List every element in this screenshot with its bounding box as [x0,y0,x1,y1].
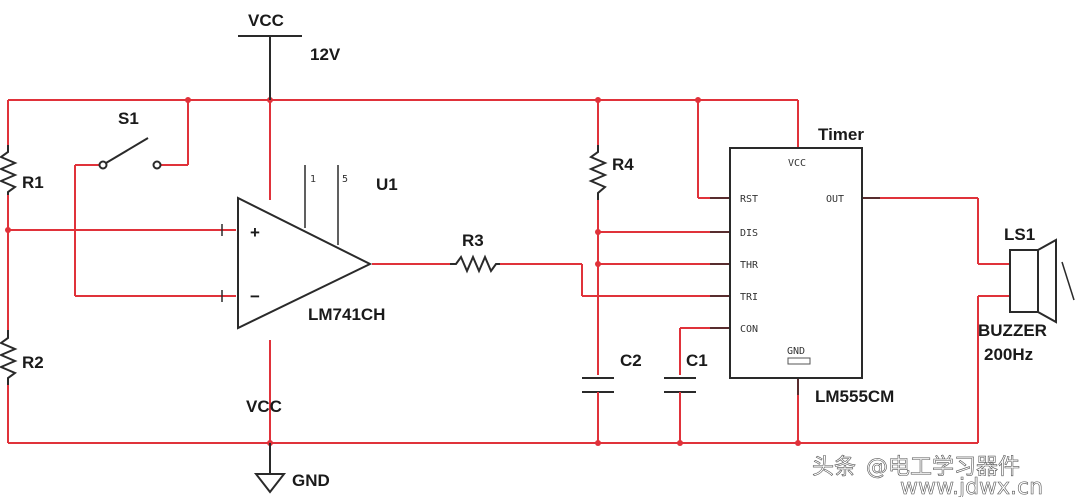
junction-dot [595,261,601,267]
s1-switch [98,137,162,170]
timer-title-label: Timer [818,125,864,144]
timer-555 [710,147,880,395]
svg-text:5: 5 [342,174,348,185]
vcc-top-label: VCC [248,11,284,30]
junction-dot [595,440,601,446]
s1-label: S1 [118,109,139,128]
junction-dot [677,440,683,446]
opamp-part-label: LM741CH [308,305,385,324]
r2-resistor [0,330,18,385]
timer-pin-tri: TRI [740,292,758,303]
c1-label: C1 [686,351,708,370]
r4-label: R4 [612,155,634,174]
r1-resistor [0,145,18,195]
timer-pin-vcc: VCC [788,158,806,169]
timer-pin-rst: RST [740,194,758,205]
watermark-site: www.jdwx.cn [900,475,1043,497]
r2-label: R2 [22,353,44,372]
r1-label: R1 [22,173,44,192]
watermark: 头条 @电工学习器件 www.jdwx.cn [812,455,1044,497]
timer-part-label: LM555CM [815,387,894,406]
junction-dot [595,229,601,235]
svg-text:1: 1 [310,174,316,185]
timer-pin-dis: DIS [740,228,758,239]
junction-dot [185,97,191,103]
opamp-minus-pin: − [250,287,260,306]
opamp-u1: 1 5 [221,165,373,330]
junction-dot [5,227,11,233]
r3-resistor [450,254,500,274]
c2-capacitor [582,377,614,400]
supply-voltage-label: 12V [310,45,341,64]
vcc-symbol-top [238,35,302,100]
frequency-label: 200Hz [984,345,1033,364]
vcc-bottom-label: VCC [246,397,282,416]
timer-pin-con: CON [740,324,758,335]
c2-label: C2 [620,351,642,370]
c1-capacitor [664,377,696,400]
junction-dot [795,440,801,446]
opamp-plus-pin: + [250,223,260,242]
watermark-handle: @电工学习器件 [866,455,1020,480]
timer-pin-gnd: GND [787,346,805,357]
r4-resistor [588,145,608,200]
junction-dot [595,97,601,103]
u1-label: U1 [376,175,398,194]
buzzer-ls1 [1009,238,1075,324]
ground-symbol [253,443,287,494]
timer-pin-thr: THR [740,260,759,271]
gnd-label: GND [292,471,330,490]
junctions [5,97,801,446]
r3-label: R3 [462,231,484,250]
watermark-platform: 头条 [812,455,856,480]
buzzer-label: BUZZER [978,321,1047,340]
ls1-label: LS1 [1004,225,1035,244]
timer-pin-out: OUT [826,194,844,205]
junction-dot [695,97,701,103]
